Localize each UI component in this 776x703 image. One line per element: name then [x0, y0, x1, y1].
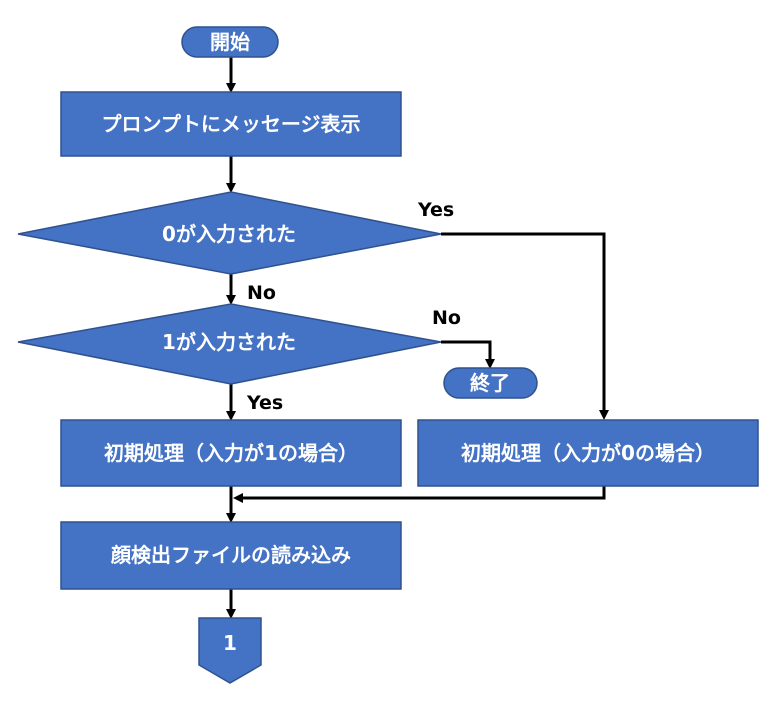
start-node: 開始	[181, 26, 279, 58]
init-one-node-label: 初期処理（入力が1の場合）	[104, 441, 358, 465]
edges	[226, 57, 609, 619]
connector-node-label: 1	[223, 631, 237, 655]
init-zero-node: 初期処理（入力が0の場合）	[417, 419, 759, 487]
decision-one-node: 1が入力された	[17, 303, 442, 385]
edge-label-one-no: No	[432, 307, 461, 329]
edge-decision-one-no	[441, 340, 495, 369]
show-prompt-node-label: プロンプトにメッセージ表示	[102, 112, 361, 136]
end-node: 終了	[443, 367, 538, 399]
load-face-node-label: 顔検出ファイルの読み込み	[110, 543, 351, 567]
init-zero-node-label: 初期処理（入力が0の場合）	[461, 441, 715, 465]
decision-zero-node: 0が入力された	[17, 191, 442, 275]
decision-one-node-label: 1が入力された	[162, 330, 296, 354]
edge-label-zero-no: No	[247, 282, 276, 304]
edge-decision-zero-yes	[441, 232, 609, 420]
load-face-node: 顔検出ファイルの読み込み	[60, 521, 402, 590]
connector-node: 1	[198, 617, 262, 684]
edge-label-zero-yes: Yes	[417, 199, 454, 221]
end-node-label: 終了	[470, 371, 510, 395]
show-prompt-node: プロンプトにメッセージ表示	[60, 91, 402, 157]
decision-zero-node-label: 0が入力された	[162, 222, 296, 246]
edge-init-zero-merge	[233, 486, 606, 503]
init-one-node: 初期処理（入力が1の場合）	[60, 419, 402, 487]
edge-label-one-yes: Yes	[246, 392, 283, 414]
start-node-label: 開始	[210, 30, 250, 54]
